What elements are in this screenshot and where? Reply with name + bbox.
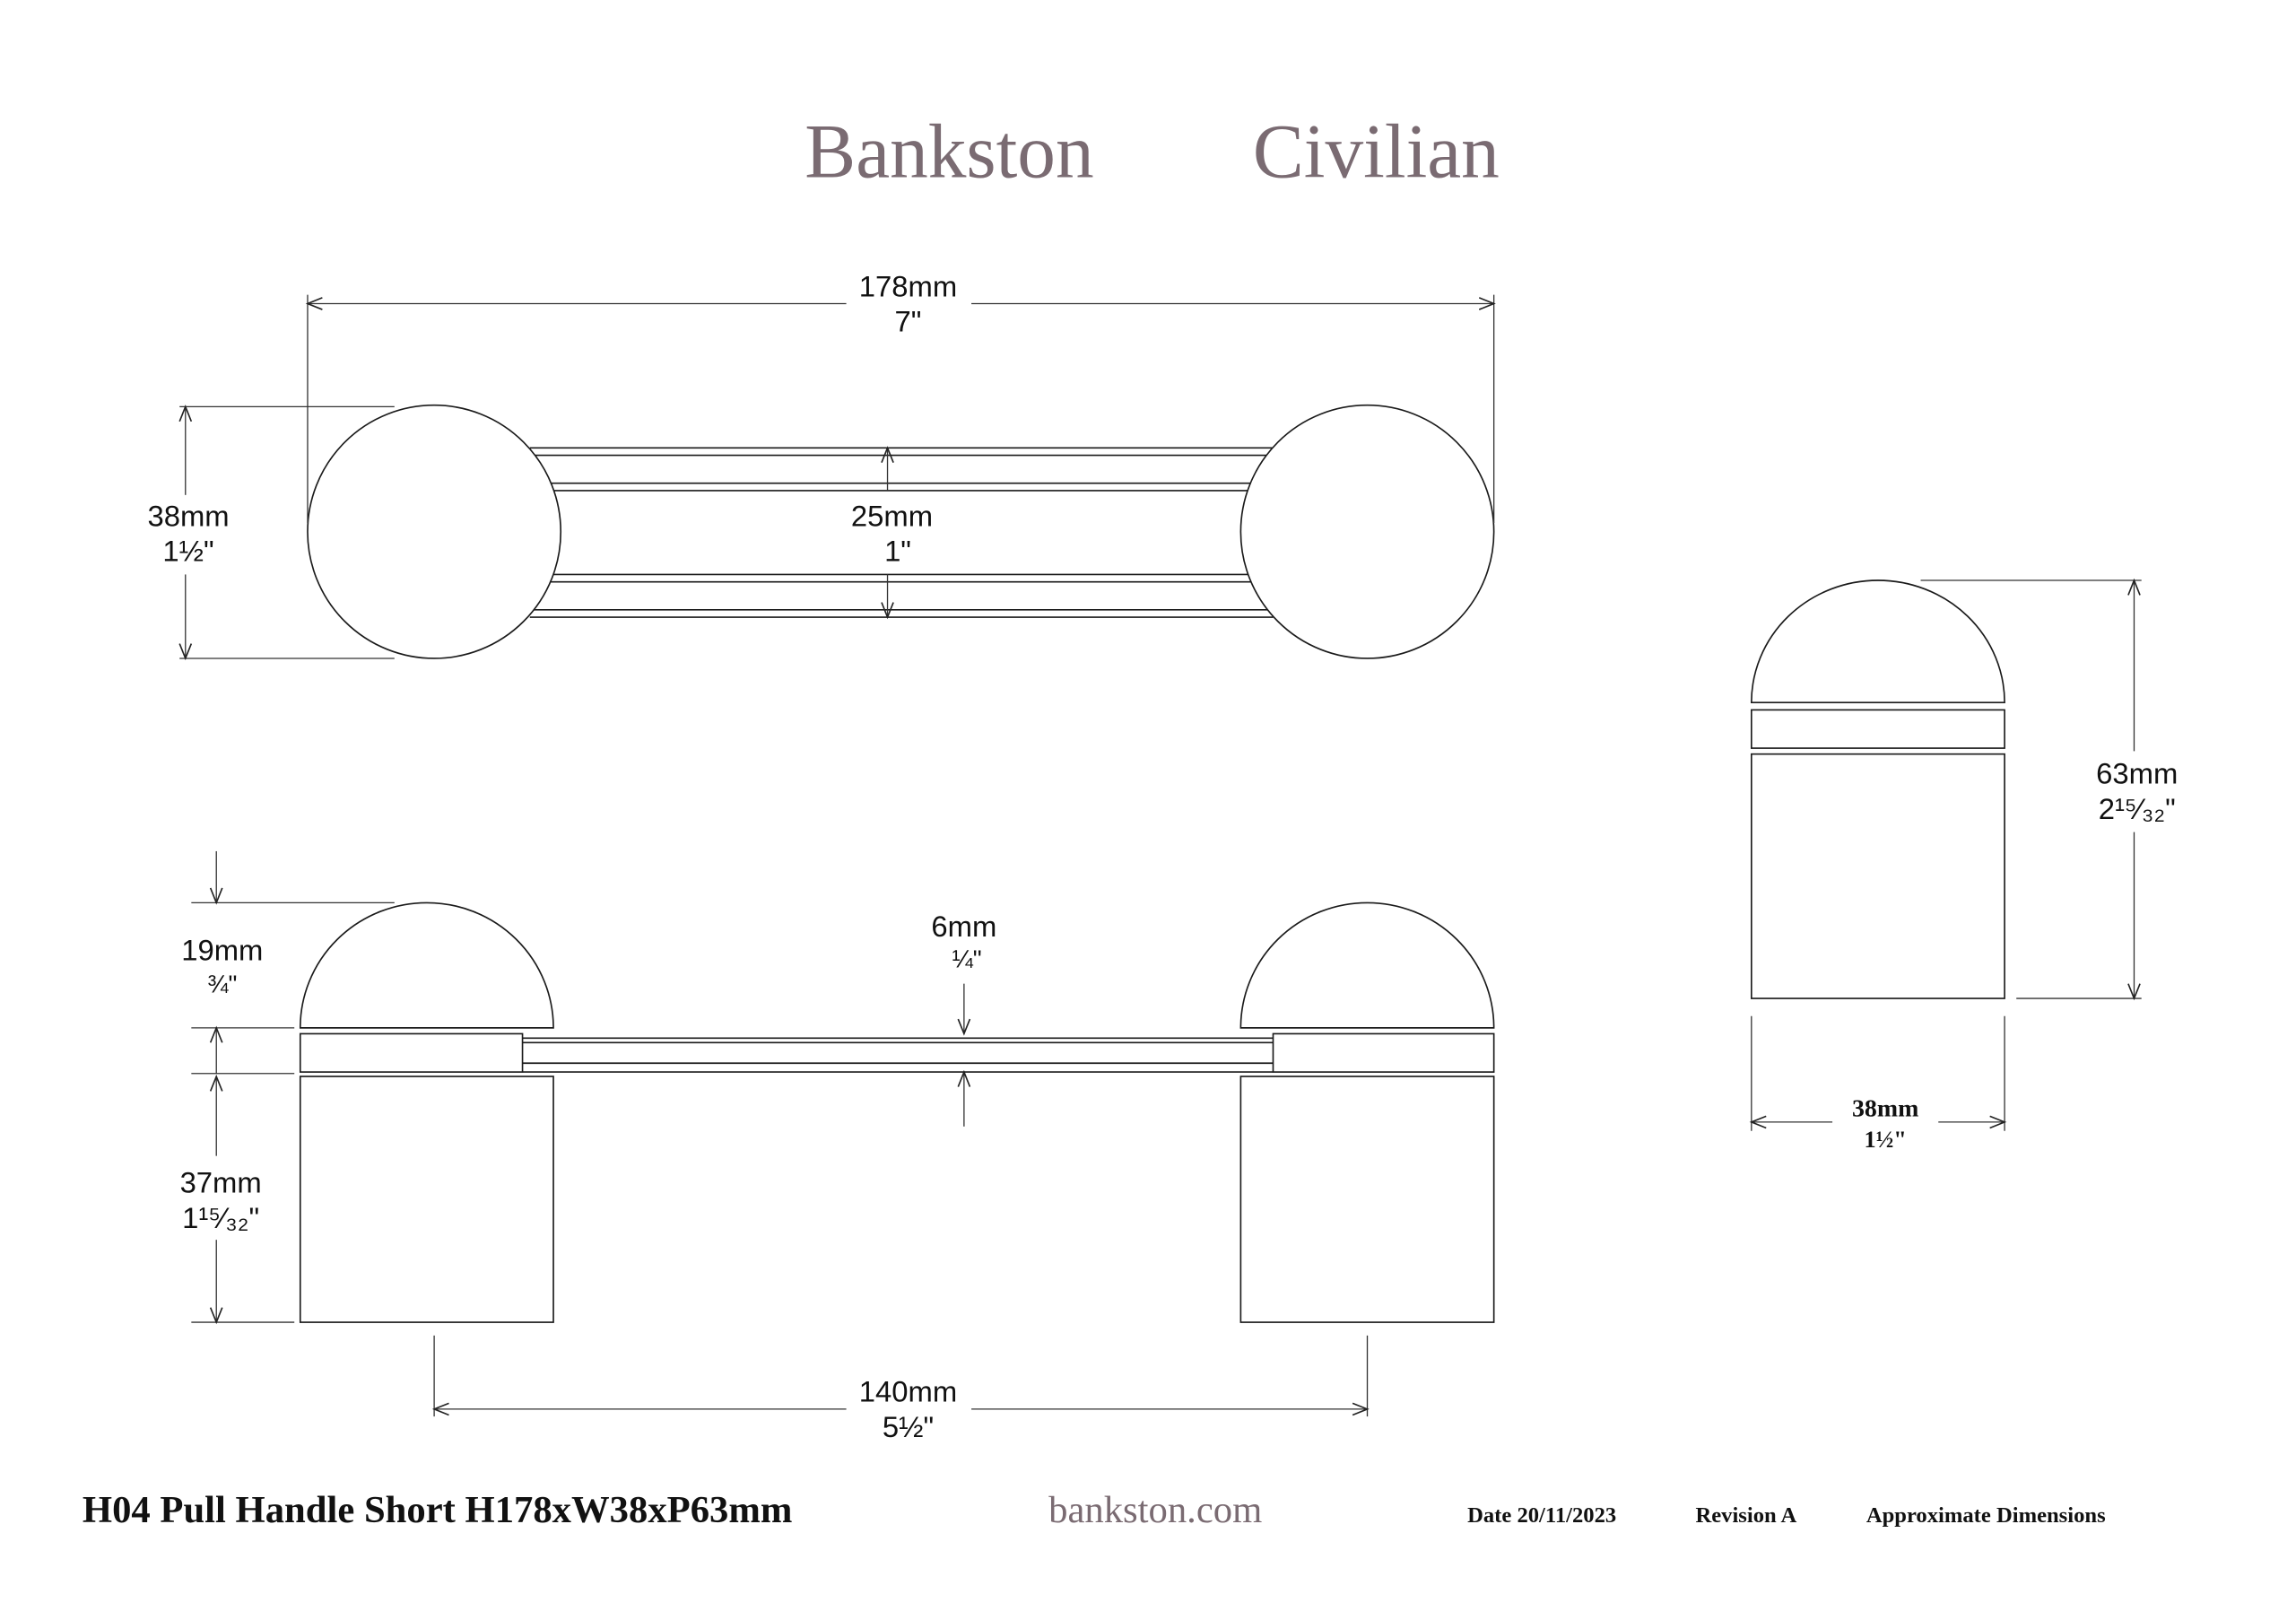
side-view: 19mm ¾" 37mm 1¹⁵⁄₃₂" 6mm ¼" 140mm 5½"	[180, 850, 1495, 1446]
top-bars	[529, 447, 1274, 618]
end-view: 63mm 2¹⁵⁄₃₂" 38mm 1½"	[1749, 578, 2178, 1154]
end-collar	[1750, 709, 2005, 749]
brand-bankston: Bankston	[804, 109, 1093, 194]
right-collar	[1272, 1032, 1495, 1073]
bar-mm: 6mm	[931, 910, 996, 943]
dome-in: ¾"	[207, 970, 237, 997]
website-link[interactable]: bankston.com	[1048, 1489, 1262, 1531]
bar-gap-in: 1"	[884, 535, 911, 568]
dome-mm: 19mm	[181, 933, 263, 966]
centers-in: 5½"	[883, 1410, 934, 1443]
projection-in: 2¹⁵⁄₃₂"	[2099, 792, 2176, 825]
width-in: 1½"	[1864, 1127, 1906, 1153]
right-dome	[1239, 901, 1495, 1029]
body-in: 1¹⁵⁄₃₂"	[182, 1201, 259, 1234]
side-bar	[522, 1037, 1274, 1073]
width-mm: 38mm	[1852, 1094, 1918, 1122]
product-title: H04 Pull Handle Short H178xW38xP63mm	[83, 1489, 793, 1531]
left-collar	[299, 1032, 524, 1073]
bar-in: ¼"	[952, 945, 982, 973]
overall-mm: 178mm	[859, 269, 957, 302]
end-body	[1750, 753, 2005, 999]
date: Date 20/11/2023	[1467, 1503, 1616, 1528]
left-body	[299, 1076, 554, 1323]
left-knob-top	[307, 404, 562, 659]
end-dome	[1750, 579, 2005, 704]
right-body	[1239, 1076, 1495, 1323]
knob-dia-mm: 38mm	[147, 499, 229, 532]
knob-dia-in: 1½"	[162, 535, 213, 568]
top-view: 178mm 7" 38mm 1½" 25mm 1"	[147, 265, 1496, 661]
centers-mm: 140mm	[859, 1375, 957, 1408]
bar-gap-mm: 25mm	[851, 499, 933, 532]
overall-in: 7"	[895, 305, 922, 338]
revision: Revision A	[1695, 1503, 1796, 1528]
body-mm: 37mm	[180, 1166, 262, 1199]
right-knob-top	[1239, 404, 1495, 659]
left-dome	[299, 901, 554, 1029]
brand-civilian: Civilian	[1253, 109, 1500, 194]
approximate-note: Approximate Dimensions	[1866, 1503, 2106, 1528]
projection-mm: 63mm	[2096, 756, 2178, 789]
